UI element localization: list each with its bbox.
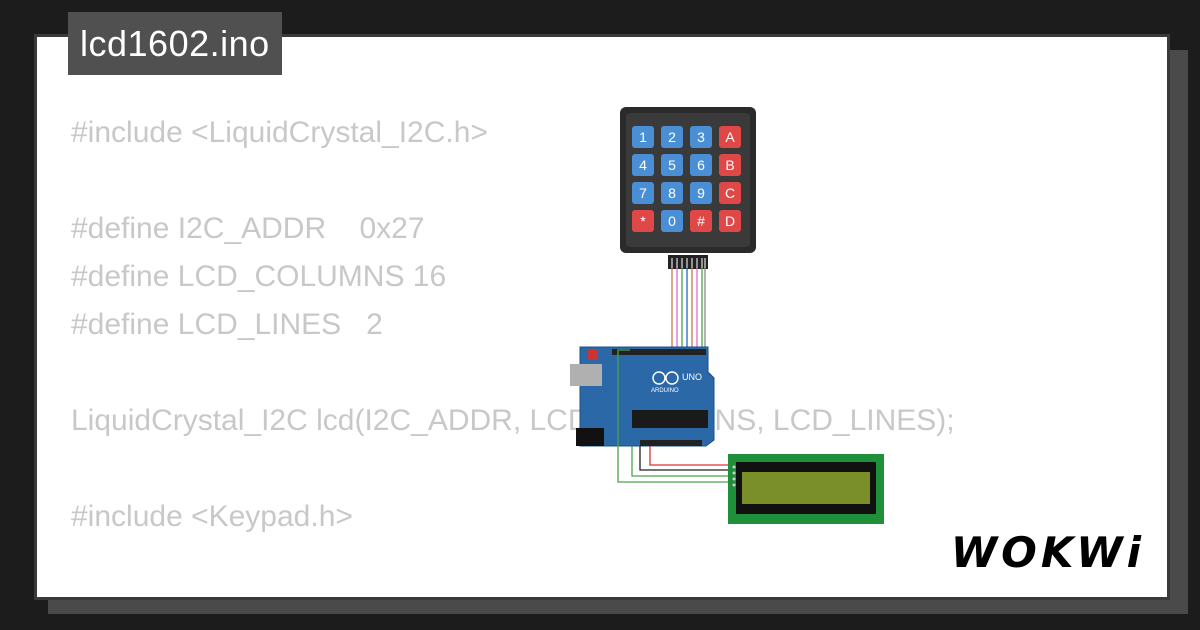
preview-card: #include <LiquidCrystal_I2C.h> #define I… xyxy=(34,34,1170,600)
code-line: #define LCD_LINES 2 xyxy=(71,308,383,341)
code-line xyxy=(71,349,955,397)
code-line: #include <LiquidCrystal_I2C.h> xyxy=(71,116,488,149)
wokwi-logo: WOKWi xyxy=(950,528,1145,577)
code-line: #define I2C_ADDR 0x27 xyxy=(71,212,425,245)
code-line xyxy=(71,541,955,589)
code-line: LiquidCrystal_I2C lcd(I2C_ADDR, LCD_COLU… xyxy=(71,404,955,437)
file-name-tab: lcd1602.ino xyxy=(68,12,282,75)
code-block: #include <LiquidCrystal_I2C.h> #define I… xyxy=(71,109,955,597)
code-line: const uint8_t ROWS = 4; xyxy=(71,589,955,597)
code-line xyxy=(71,445,955,493)
code-line: #define LCD_COLUMNS 16 xyxy=(71,260,447,293)
code-line: #include <Keypad.h> xyxy=(71,500,353,533)
code-line xyxy=(71,157,955,205)
